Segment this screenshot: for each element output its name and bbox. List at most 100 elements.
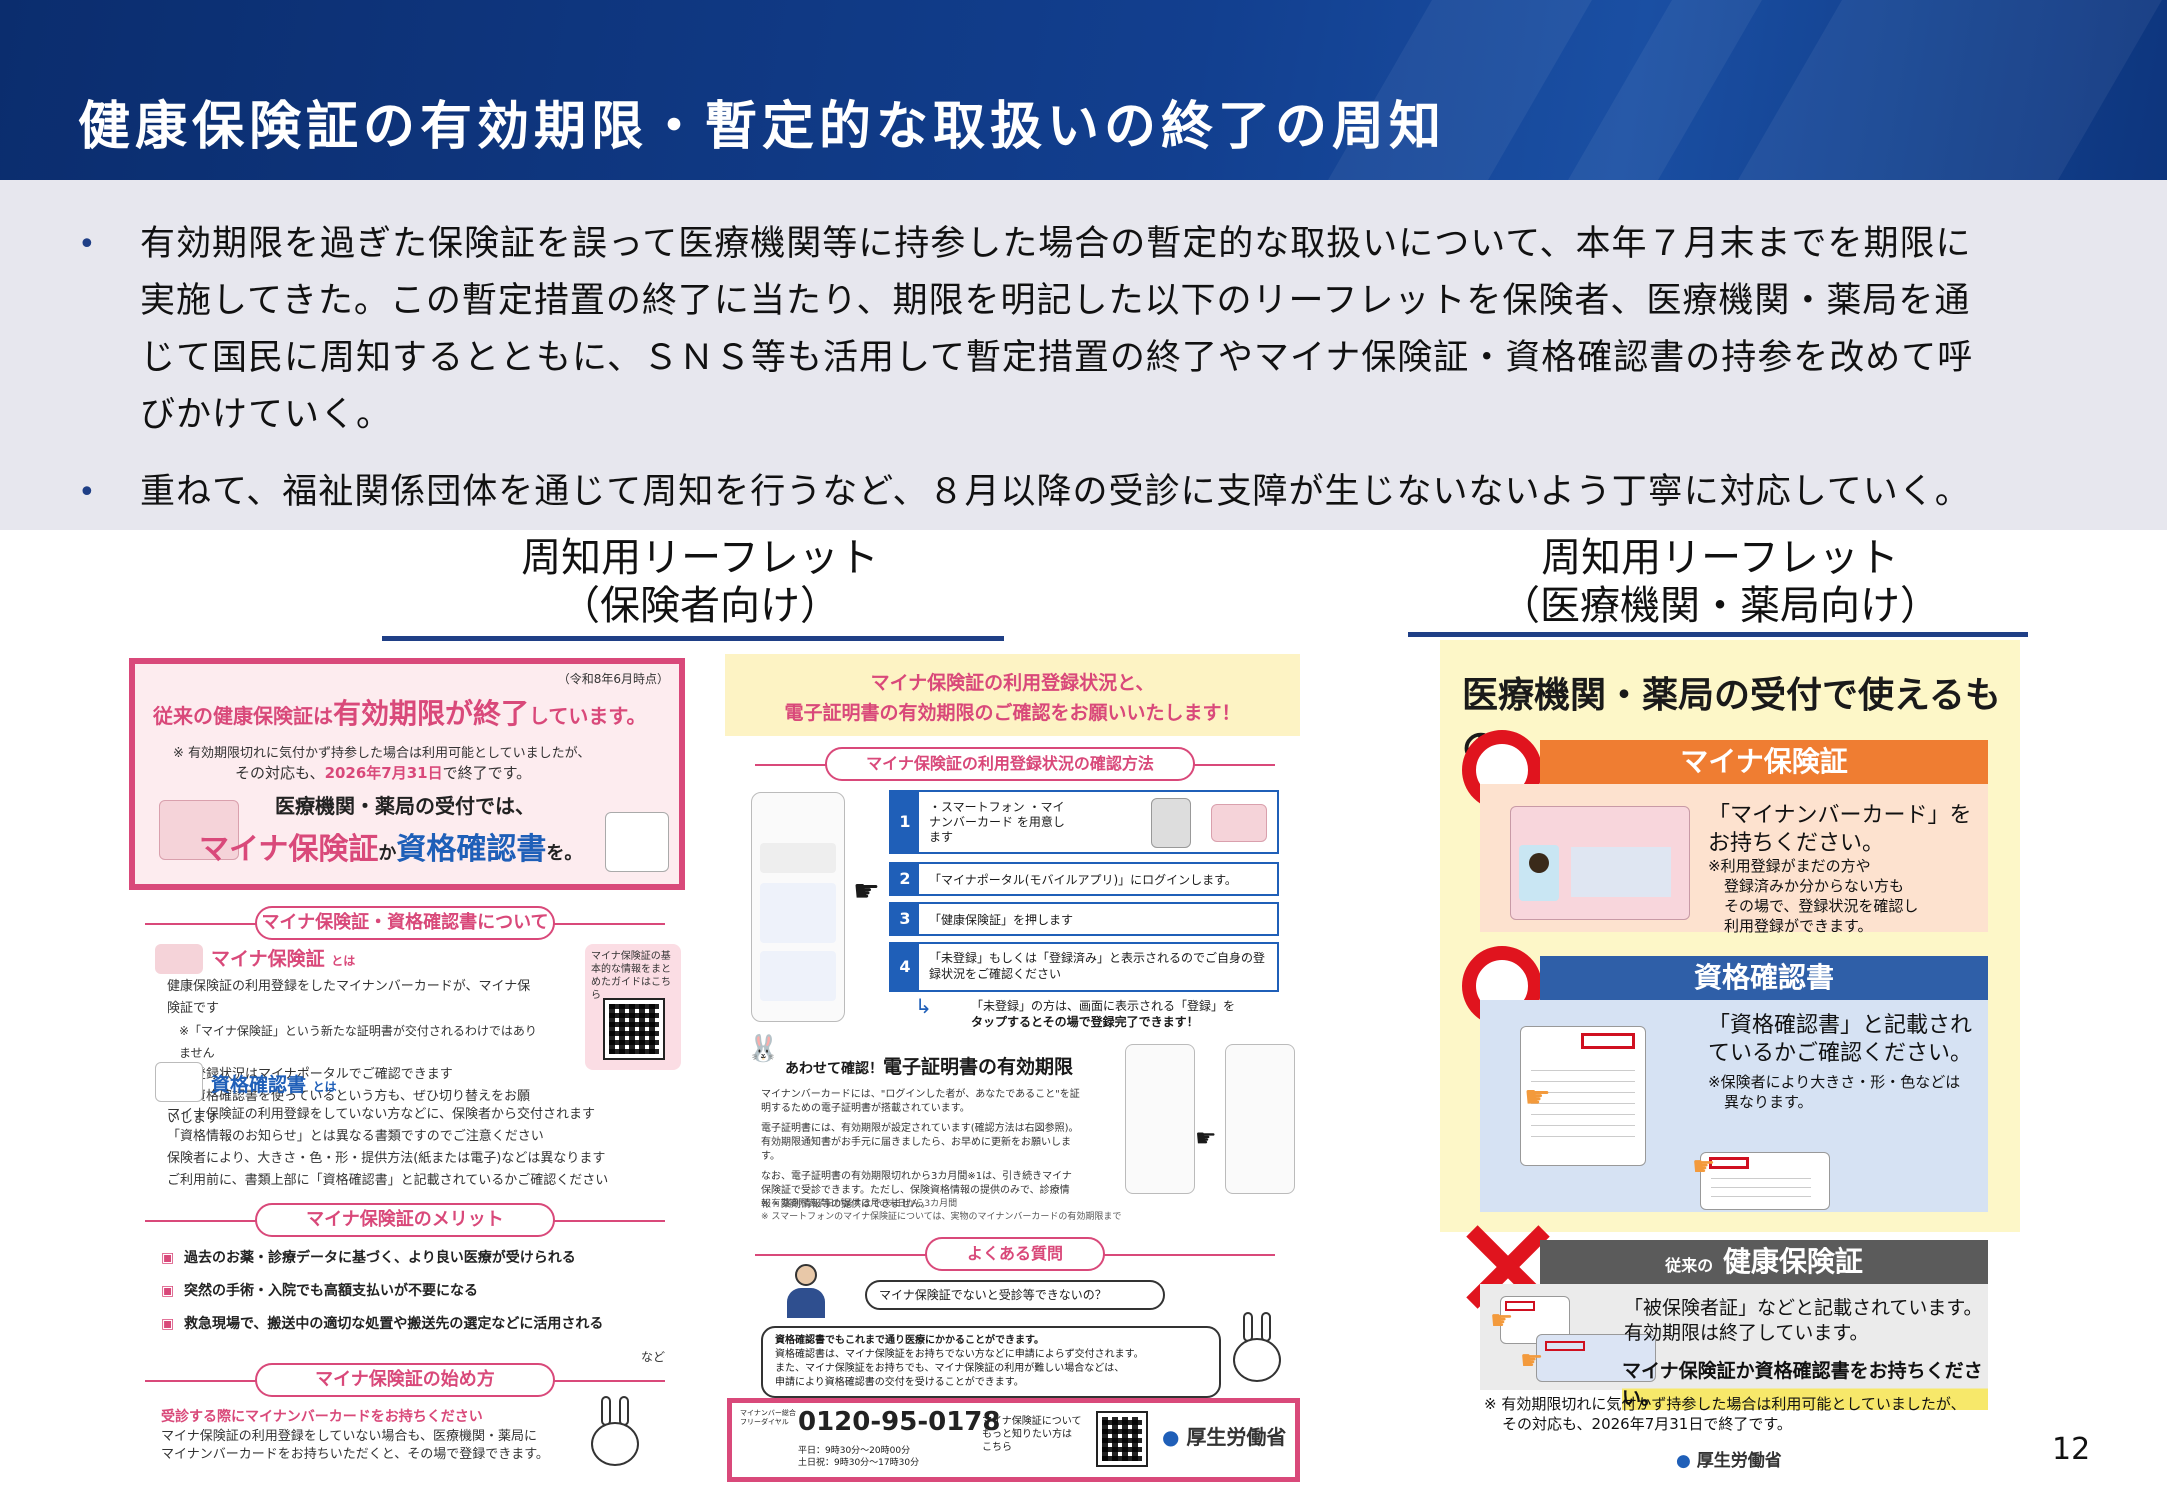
merit-text: 過去のお薬・診療データに基づく、より良い医療が受けられる [183, 1250, 576, 1266]
pointing-hand-icon: ☛ [1524, 1080, 1551, 1115]
date-note: （令和8年6月時点） [557, 672, 669, 686]
step-box: 1 ・スマートフォン ・マイナンバーカード を用意します [889, 790, 1279, 854]
certificate-card-image [1700, 1152, 1830, 1210]
header-stripe [1568, 0, 1762, 180]
merit-text: 突然の手術・入院でも高額支払いが不要になる [183, 1283, 478, 1299]
section-heading: よくある質問 [925, 1237, 1105, 1271]
header-stripe [1738, 0, 2162, 180]
list-item: ご利用前に、書類上部に「資格確認書」と記載されているかご確認ください [167, 1173, 609, 1188]
slide-header: 健康保険証の有効期限・暫定的な取扱いの終了の周知 [0, 0, 2167, 180]
start-heading: 受診する際にマイナンバーカードをお持ちください [161, 1409, 483, 1425]
old-bar-label: 健康保険証 [1722, 1245, 1863, 1278]
step-box: 4 「未登録」もしくは「登録済み」と表示されるのでご自身の登録状況をご確認くださ… [889, 942, 1279, 992]
towa-label: とは [312, 1080, 337, 1094]
start-text: マイナ保険証の利用登録をしていない場合も、医療機関・薬局に マイナンバーカードを… [161, 1428, 561, 1464]
ka-label: か [378, 843, 397, 864]
leaflet-insurer-page1: （令和8年6月時点） 従来の健康保険証は有効期限が終了しています。 ※ 有効期限… [125, 652, 685, 1482]
mynah-panel: 「マイナンバーカード」を お持ちください。 ※利用登録がまだの方や 登録済みか分… [1480, 784, 1988, 935]
old-text-line: 「被保険者証」などと記載されています。 [1624, 1297, 1983, 1319]
step-text: 「マイナポータル(モバイルアプリ)」にログインします。 [929, 873, 1237, 887]
note-date: 2026年7月31日 [324, 764, 443, 782]
old-card-text: 「被保険者証」などと記載されています。 有効期限は終了しています。 [1624, 1296, 1983, 1346]
contact-footer: マイナンバー総合フリーダイヤル 0120-95-0178 平日：9時30分〜20… [727, 1398, 1300, 1482]
shikaku-heading: 資格確認書 とは [211, 1070, 337, 1097]
caption-line: （保険者向け） [560, 583, 840, 629]
reception-headline: マイナ保険証か資格確認書を。 [199, 824, 582, 868]
step-box: 3 「健康保険証」を押します [889, 902, 1279, 936]
bullet-line: 重ねて、福祉関係団体を通じて周知を行うなど、８月以降の受診に支障が生じないないよ… [140, 472, 1971, 512]
unregistered-note: 「未登録」の方は、画面に表示される「登録」を タップするとその場で登録完了できま… [971, 998, 1235, 1030]
bullet-dot: • [78, 227, 96, 262]
mynumber-card-image [1211, 804, 1267, 842]
phone-hours: 平日：9時30分〜20時00分 土日祝：9時30分〜17時30分 [798, 1445, 919, 1469]
step-number: 1 [891, 792, 919, 852]
answer-line: 申請により資格確認書の交付を受けることができます。 [775, 1377, 1024, 1388]
list-item: 利用登録状況はマイナポータルでご確認できます [167, 1067, 453, 1082]
slide-title: 健康保険証の有効期限・暫定的な取扱いの終了の周知 [78, 97, 1447, 157]
note-line: その場で、登録状況を確認し [1724, 897, 1919, 915]
rabbit-mascot-icon [1231, 1312, 1287, 1392]
start-line: マイナンバーカードをお持ちいただくと、その場で登録できます。 [161, 1447, 549, 1462]
phone-number[interactable]: 0120-95-0178 [798, 1407, 1001, 1437]
phone-label: マイナンバー総合フリーダイヤル [740, 1409, 796, 1426]
phone-hand-icon [1151, 798, 1191, 848]
note-line: 登録済みか分からない方も [1724, 877, 1905, 895]
smartphone-mock [1225, 1044, 1295, 1194]
shikaku-title: 資格確認書 [211, 1074, 307, 1096]
caption-medical: 周知用リーフレット （医療機関・薬局向け） [1410, 534, 2030, 630]
mhlw-logo: ● 厚生労働省 [1162, 1425, 1287, 1449]
old-card-panel: ☛ ☛ 「被保険者証」などと記載されています。 有効期限は終了しています。 マイ… [1480, 1284, 1988, 1410]
headline: 従来の健康保険証は有効期限が終了しています。 [153, 692, 646, 732]
section-heading: マイナ保険証のメリット [255, 1203, 555, 1237]
mynumber-card-image [159, 800, 239, 860]
more-info-text: マイナ保険証について もっと知りたい方は こちら [982, 1416, 1082, 1453]
mhlw-name: 厚生労働省 [1186, 1425, 1287, 1449]
hours-line: 平日：9時30分〜20時00分 [798, 1446, 911, 1456]
shikaku-list: マイナ保険証の利用登録をしていない方などに、保険者から交付されます 「資格情報の… [167, 1104, 667, 1192]
headline-box: （令和8年6月時点） 従来の健康保険証は有効期限が終了しています。 ※ 有効期限… [129, 658, 685, 890]
list-item: マイナンバーカードには、"ログインした者が、あなたであること"を証明するための電… [761, 1089, 1080, 1114]
qr-code-icon[interactable] [603, 998, 665, 1060]
section-heading: マイナ保険証の始め方 [255, 1363, 555, 1397]
headline-post: しています。 [529, 704, 647, 728]
leaflet-insurer-page2: マイナ保険証の利用登録状況と、 電子証明書の有効期限のご確認をお願いいたします！… [725, 652, 1300, 1482]
old-pre: 従来の [1665, 1256, 1714, 1275]
cert-notes: ※ 有効期限満了日が属する月の末日から3カ月間 ※ スマートフォンのマイナ保険証… [761, 1198, 1161, 1224]
merit-item: ▣ 救急現場で、搬送中の適切な処置や搬送先の選定などに活用される [161, 1308, 603, 1341]
banner-line: 電子証明書の有効期限のご確認をお願いいたします！ [784, 702, 1241, 724]
start-line: マイナ保険証の利用登録をしていない場合も、医療機関・薬局に [161, 1429, 537, 1444]
ambulance-icon: ▣ [161, 1316, 175, 1332]
mynah-list: 健康保険証の利用登録をしたマイナンバーカードが、マイナ保険証です ※「マイナ保険… [167, 976, 537, 1130]
step-number: 4 [891, 944, 919, 990]
mhlw-name: 厚生労働省 [1696, 1451, 1782, 1471]
list-item: ※「マイナ保険証」という新たな証明書が交付されるわけではありません [179, 1024, 537, 1060]
note-line: ※ 有効期限満了日が属する月の末日から3カ月間 [761, 1199, 958, 1209]
list-item: なお、電子証明書の有効期限切れから3カ月間※1は、引き続きマイナ保険証で受診でき… [761, 1171, 1072, 1210]
answer-line: また、マイナ保険証をお持ちでも、マイナ保険証の利用が難しい場合などは、 [775, 1363, 1125, 1374]
banner-line: マイナ保険証の利用登録状況と、 [870, 672, 1155, 694]
guide-box[interactable]: マイナ保険証の基本的な情報をまとめたガイドはこちら [585, 944, 681, 1070]
smartphone-mock [1125, 1044, 1195, 1194]
note-line: タップするとその場で登録完了できます！ [971, 1015, 1199, 1029]
certificate-icon [155, 1062, 203, 1102]
mhlw-logo: ● 厚生労働省 [1676, 1451, 1782, 1471]
bullet-line: びかけていく。 [140, 395, 393, 435]
caption-line: 周知用リーフレット [521, 535, 879, 581]
qr-code-icon[interactable] [1096, 1411, 1148, 1467]
answer-line: 資格確認書は、マイナ保険証をお持ちでない方などに申請によらず交付されます。 [775, 1349, 1144, 1360]
shikaku-note: ※保険者により大きさ・形・色などは 異なります。 [1708, 1072, 1960, 1112]
rabbit-mascot-icon: 🐰 [747, 1034, 780, 1064]
answer-line: 資格確認書でもこれまで通り医療にかかることができます。 [775, 1335, 1044, 1346]
list-item: マイナ保険証の利用登録をしていない方などに、保険者から交付されます [167, 1107, 595, 1122]
arrow-icon: ↳ [915, 994, 932, 1018]
caption-underline [1408, 632, 2028, 637]
medicine-icon: ▣ [161, 1250, 175, 1266]
note-line: 異なります。 [1724, 1093, 1813, 1111]
note-line: 「未登録」の方は、画面に表示される「登録」を [971, 999, 1236, 1013]
bullet-section: • 有効期限を過ぎた保険証を誤って医療機関等に持参した場合の暫定的な取扱いについ… [0, 180, 2167, 530]
list-item: 保険者により、大きさ・色・形・提供方法(紙または電子)などは異なります [167, 1151, 606, 1166]
certificate-image [1520, 1026, 1646, 1166]
bullet-line: 実施してきた。この暫定措置の終了に当たり、期限を明記した以下のリーフレットを保険… [140, 281, 1971, 321]
faq-question: マイナ保険証でないと受診等できないの？ [865, 1280, 1165, 1310]
note-line: 利用登録ができます。 [1724, 917, 1873, 935]
